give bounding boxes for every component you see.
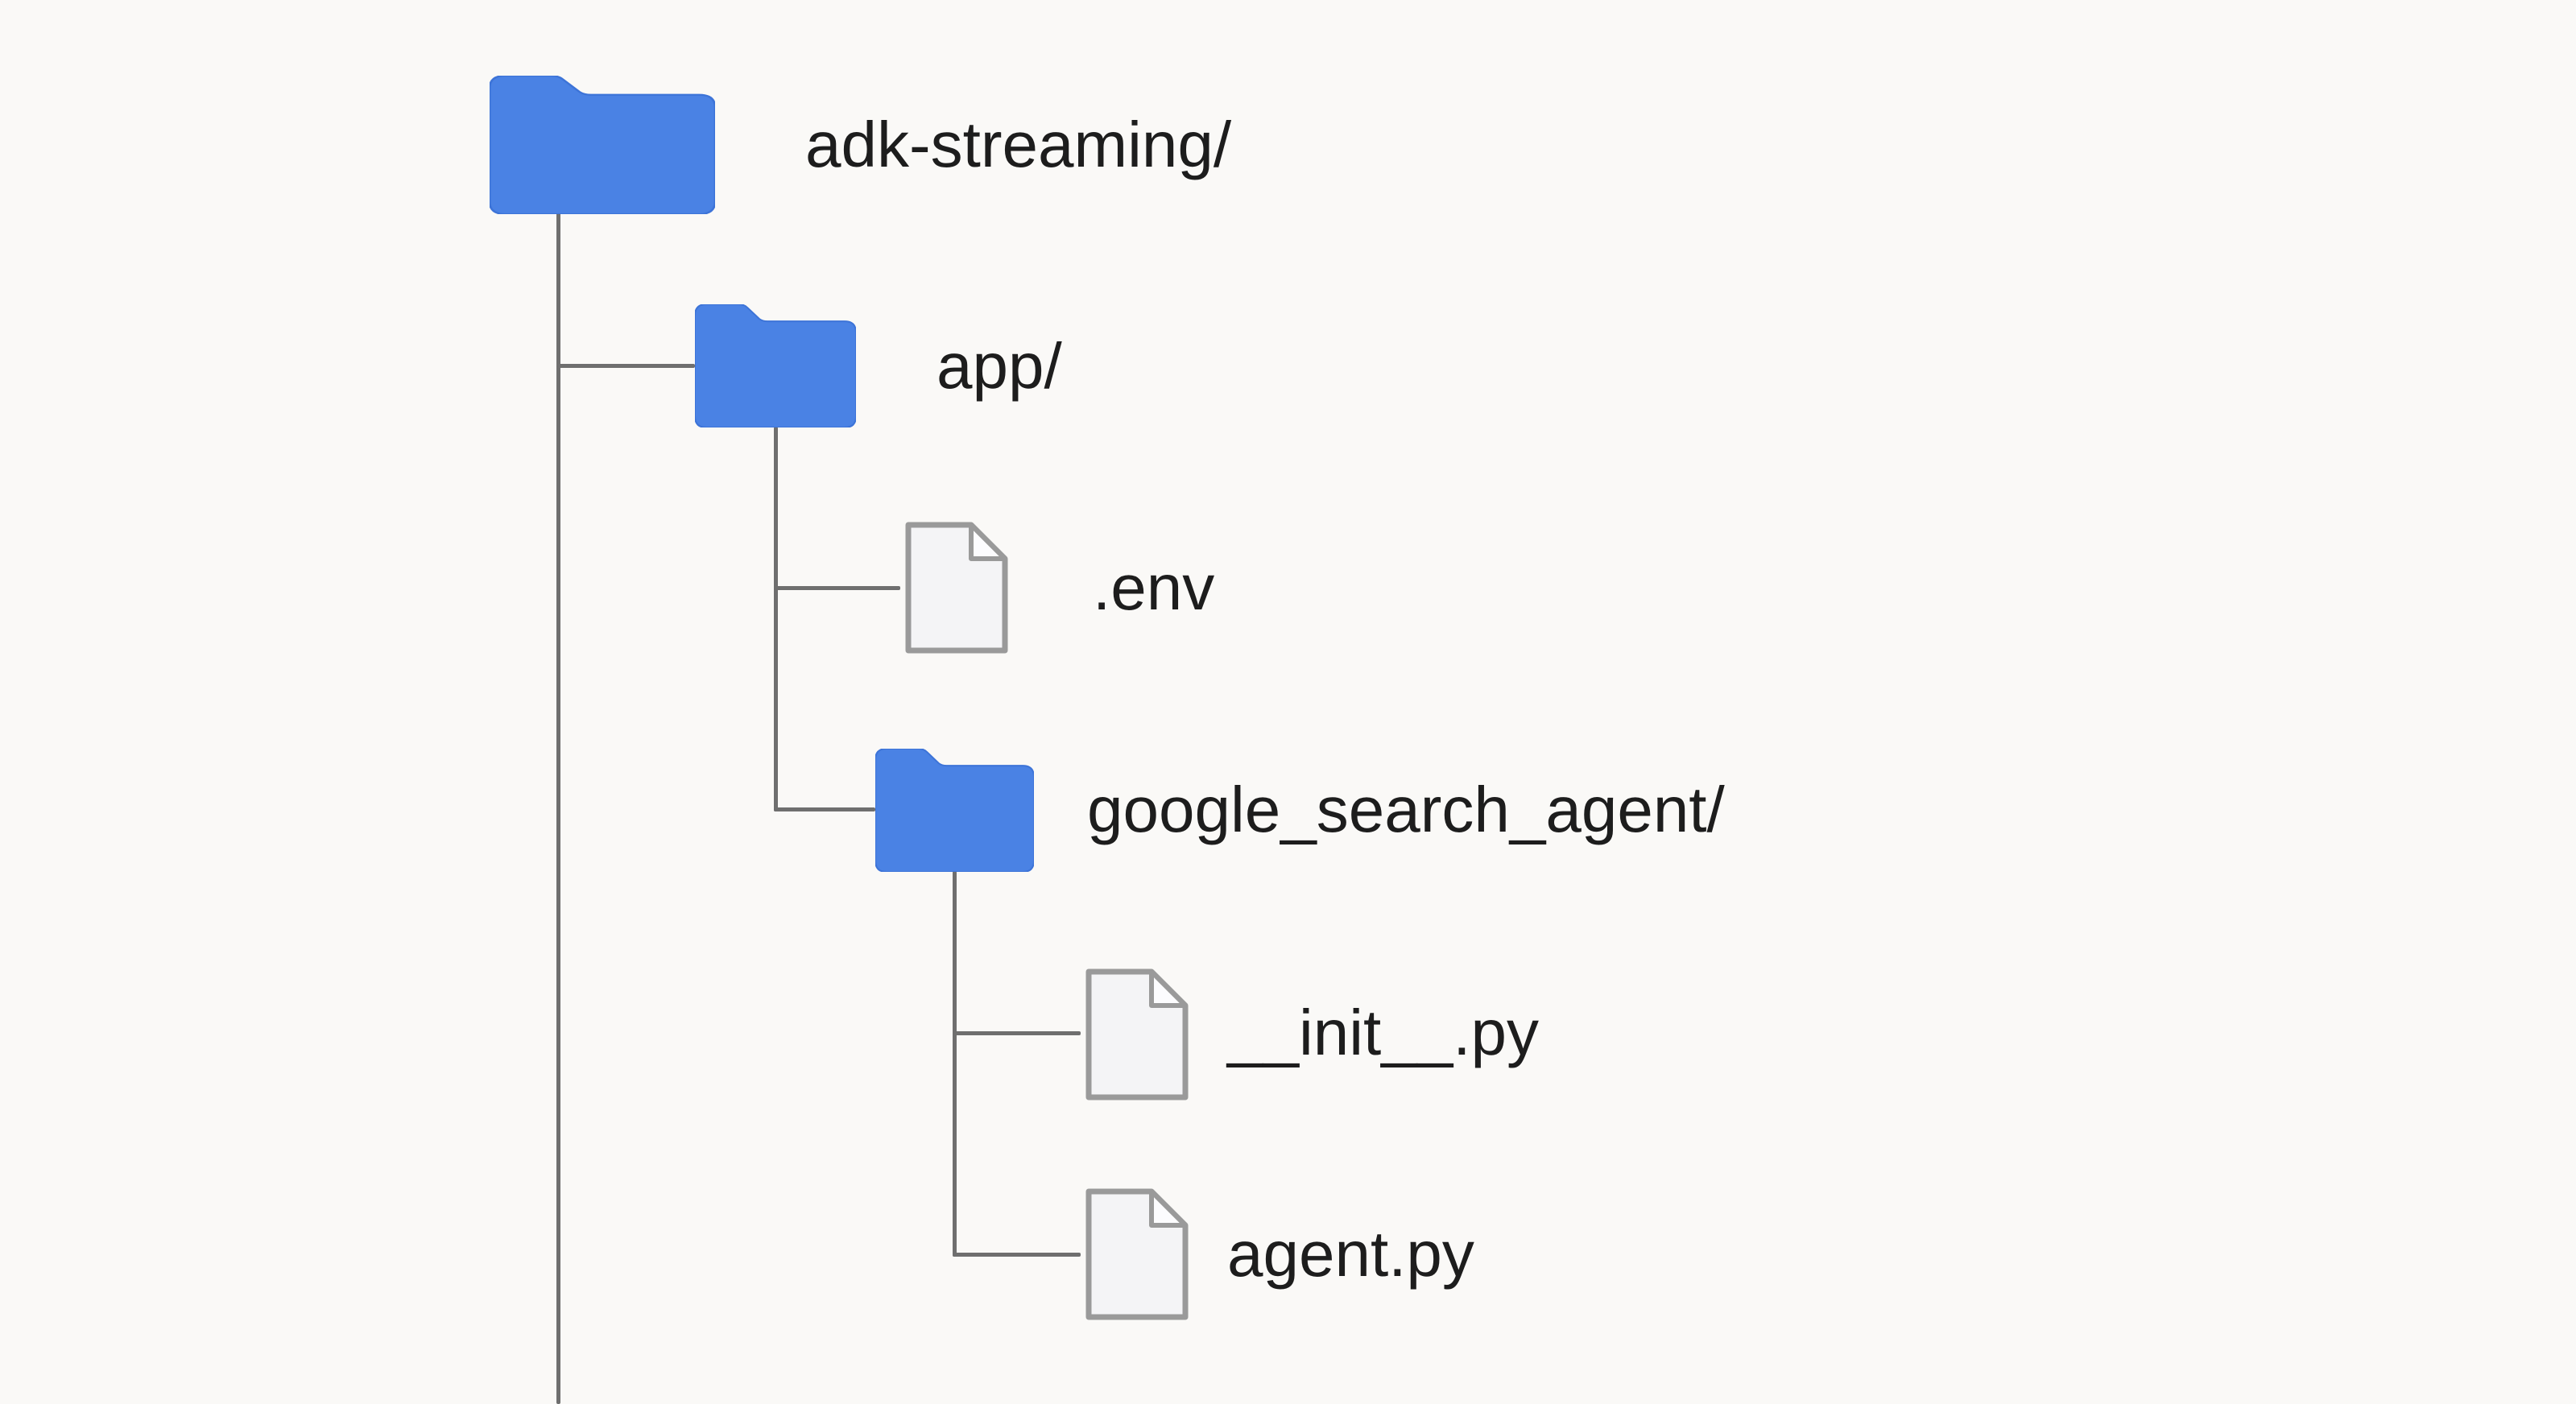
tree-connector-branch-app: [556, 364, 695, 368]
tree-node-label-env: .env: [1093, 551, 1215, 623]
tree-node-label-adk-streaming: adk-streaming/: [805, 109, 1232, 180]
file-icon: [900, 519, 1011, 656]
tree-connector-app-trunk: [774, 427, 778, 811]
tree-node-label-agent-py: agent.py: [1227, 1218, 1474, 1290]
folder-icon: [875, 749, 1034, 872]
folder-icon: [695, 304, 856, 427]
folder-icon: [490, 76, 715, 214]
tree-connector-branch-google-search-agent: [774, 807, 875, 811]
tree-connector-branch-init-py: [953, 1031, 1081, 1035]
file-icon: [1081, 966, 1191, 1103]
tree-node-label-app: app/: [937, 330, 1062, 402]
tree-connector-branch-agent-py: [953, 1253, 1081, 1257]
tree-connector-branch-env: [774, 586, 900, 590]
tree-node-label-google-search-agent: google_search_agent/: [1087, 774, 1725, 845]
tree-connector-root-trunk: [556, 213, 560, 1404]
tree-connector-google-search-agent-trunk: [953, 871, 957, 1257]
tree-node-label-init-py: __init__.py: [1227, 997, 1539, 1068]
file-icon: [1081, 1186, 1191, 1323]
